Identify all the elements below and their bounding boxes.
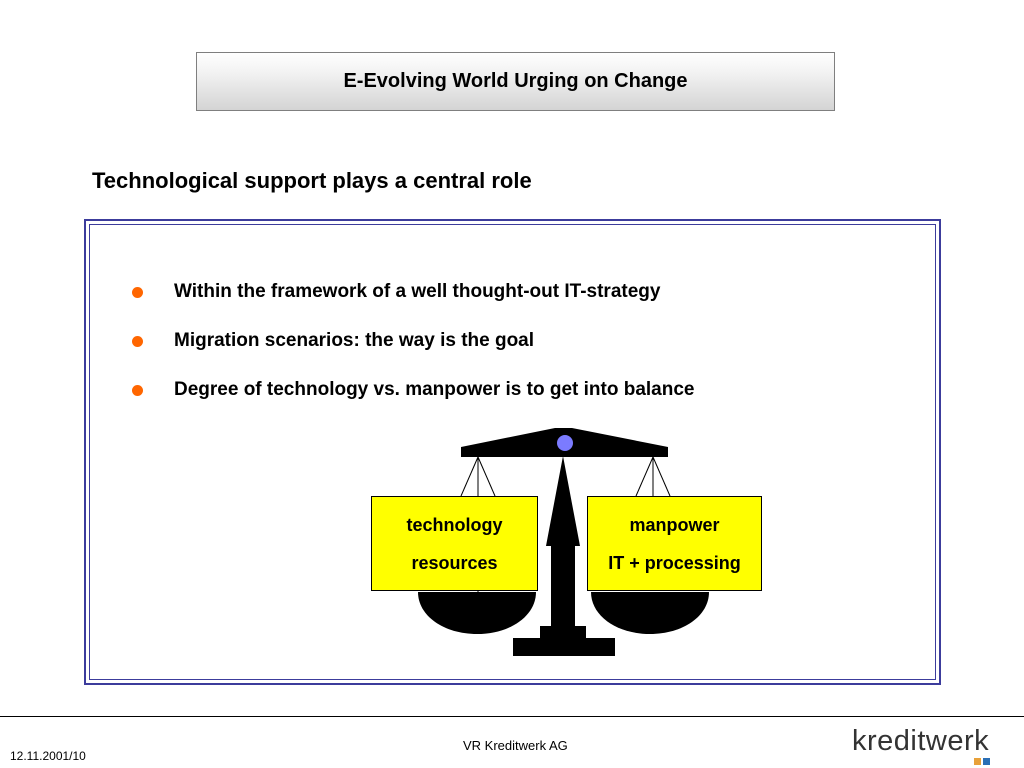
right-pan-shape [591,592,709,634]
right-pan-line2: IT + processing [608,552,741,573]
footer-divider [0,716,1024,717]
logo-text: kreditwerk [852,725,990,757]
bullet-text: Migration scenarios: the way is the goal [174,330,535,351]
left-pan-line1: technology [406,514,503,535]
footer-date-page: 12.11.2001/10 [10,749,86,763]
bullet-list: Within the framework of a well thought-o… [132,279,695,426]
left-pan-strings [460,456,496,598]
slide-title: E-Evolving World Urging on Change [343,70,688,92]
left-pan-label: technology resources [371,496,538,591]
scale-pivot [557,435,573,451]
title-box: E-Evolving World Urging on Change [196,52,835,111]
left-pan-shape [418,592,536,634]
bullet-item: Degree of technology vs. manpower is to … [132,377,695,403]
bullet-item: Migration scenarios: the way is the goal [132,328,695,354]
logo-square-orange [974,758,981,765]
footer-company: VR Kreditwerk AG [463,738,568,753]
content-frame-inner [89,224,936,680]
bullet-text: Within the framework of a well thought-o… [174,281,661,302]
content-frame [84,219,941,685]
slide-subtitle: Technological support plays a central ro… [92,168,532,193]
scale-base-top [540,626,586,640]
right-pan-line1: manpower [629,514,720,535]
bullet-dot-icon [132,335,143,347]
bullet-dot-icon [132,384,143,396]
scale-column [546,456,580,628]
bullet-text: Degree of technology vs. manpower is to … [174,379,695,400]
scale-base [513,638,615,656]
right-pan-strings [635,456,671,497]
left-pan-line2: resources [411,552,498,573]
bullet-dot-icon [132,286,143,298]
bullet-item: Within the framework of a well thought-o… [132,279,695,305]
kreditwerk-logo: kreditwerk [852,725,1014,765]
logo-square-blue [983,758,990,765]
right-pan-label: manpower IT + processing [587,496,762,591]
